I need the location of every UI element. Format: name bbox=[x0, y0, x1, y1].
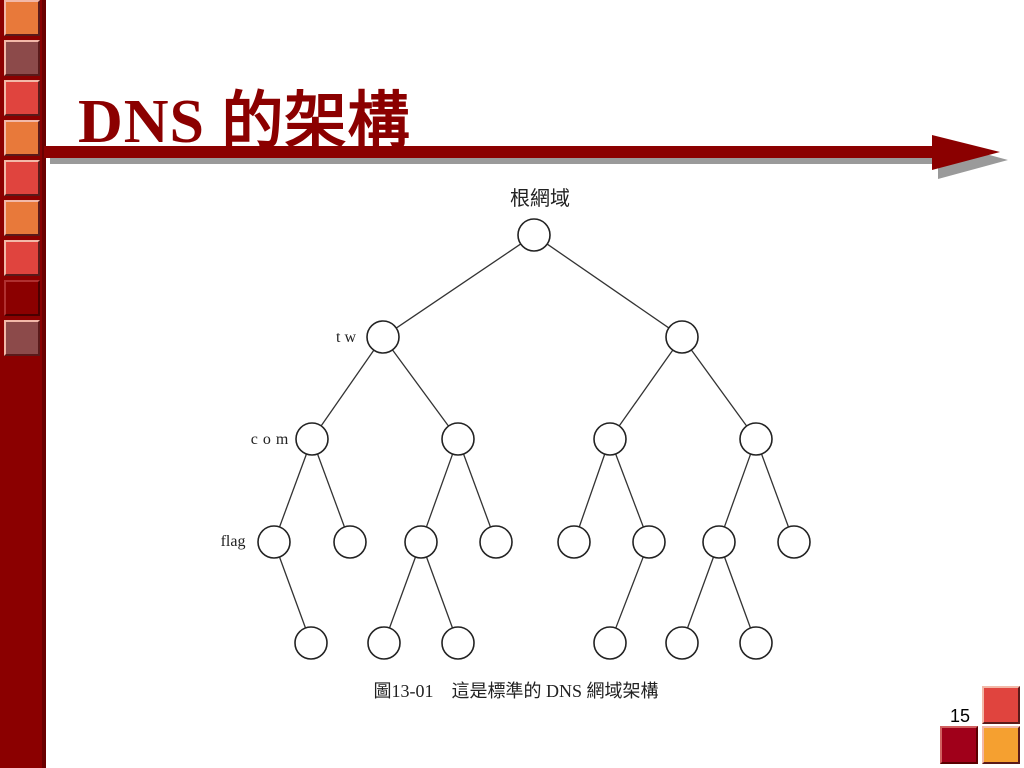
tree-edge bbox=[546, 243, 670, 329]
tree-node-c3 bbox=[593, 422, 627, 456]
diagram-caption: 圖13-01 這是標準的 DNS 網域架構 bbox=[373, 681, 658, 701]
square-tile-icon bbox=[4, 320, 40, 356]
com-label: com bbox=[251, 431, 294, 448]
tree-edge bbox=[395, 243, 522, 329]
tree-node-e4 bbox=[593, 626, 627, 660]
tree-edge bbox=[578, 453, 606, 528]
slide-title: DNS 的架構 bbox=[78, 88, 411, 156]
tree-edge bbox=[320, 349, 375, 427]
root-label: 根網域 bbox=[510, 187, 570, 210]
page-number: 15 bbox=[949, 706, 970, 726]
tree-node-d6 bbox=[632, 525, 666, 559]
tree-edge bbox=[615, 556, 644, 629]
square-tile-icon bbox=[4, 160, 40, 196]
square-tile-icon bbox=[940, 726, 978, 764]
tree-node-d2 bbox=[333, 525, 367, 559]
square-tile-icon bbox=[982, 726, 1020, 764]
tree-edge bbox=[388, 556, 417, 629]
tree-node-d8 bbox=[777, 525, 811, 559]
sidebar-edge bbox=[42, 0, 46, 768]
tree-edge bbox=[760, 453, 790, 528]
tree-edge bbox=[278, 453, 308, 528]
tree-edge bbox=[686, 556, 715, 629]
left-sidebar bbox=[0, 0, 46, 768]
tree-edge bbox=[425, 453, 454, 528]
tree-edge bbox=[316, 453, 346, 528]
tree-node-d3 bbox=[404, 525, 438, 559]
square-tile-icon bbox=[4, 40, 40, 76]
tree-node-e5 bbox=[665, 626, 699, 660]
tree-node-d4 bbox=[479, 525, 513, 559]
tree-edge bbox=[425, 556, 454, 629]
tree-edge bbox=[615, 453, 644, 528]
tree-node-root bbox=[517, 218, 551, 252]
tree-node-e6 bbox=[739, 626, 773, 660]
tree-edge bbox=[723, 453, 752, 528]
square-tile-icon bbox=[4, 200, 40, 236]
tree-node-c4 bbox=[739, 422, 773, 456]
tree-node-e1 bbox=[294, 626, 328, 660]
square-tile-icon bbox=[4, 280, 40, 316]
tree-node-c2 bbox=[441, 422, 475, 456]
tree-edge bbox=[278, 556, 307, 629]
tree-node-e2 bbox=[367, 626, 401, 660]
tree-node-flag bbox=[257, 525, 291, 559]
tree-node-r1 bbox=[665, 320, 699, 354]
tree-node-tw bbox=[366, 320, 400, 354]
tree-edges bbox=[278, 243, 790, 629]
tree-edge bbox=[723, 556, 752, 629]
square-tile-icon bbox=[4, 240, 40, 276]
tree-node-e3 bbox=[441, 626, 475, 660]
tree-edge bbox=[618, 349, 674, 427]
tree-node-d7 bbox=[702, 525, 736, 559]
square-tile-icon bbox=[982, 686, 1020, 724]
tw-label: tw bbox=[336, 329, 360, 346]
flag-label: flag bbox=[221, 533, 246, 550]
tree-node-d5 bbox=[557, 525, 591, 559]
square-tile-icon bbox=[4, 120, 40, 156]
tree-edge bbox=[690, 349, 748, 427]
tree-edge bbox=[462, 453, 492, 528]
square-tile-icon bbox=[4, 80, 40, 116]
tree-node-com bbox=[295, 422, 329, 456]
tree-nodes bbox=[257, 218, 811, 660]
square-tile-icon bbox=[4, 0, 40, 36]
tree-edge bbox=[391, 349, 450, 427]
